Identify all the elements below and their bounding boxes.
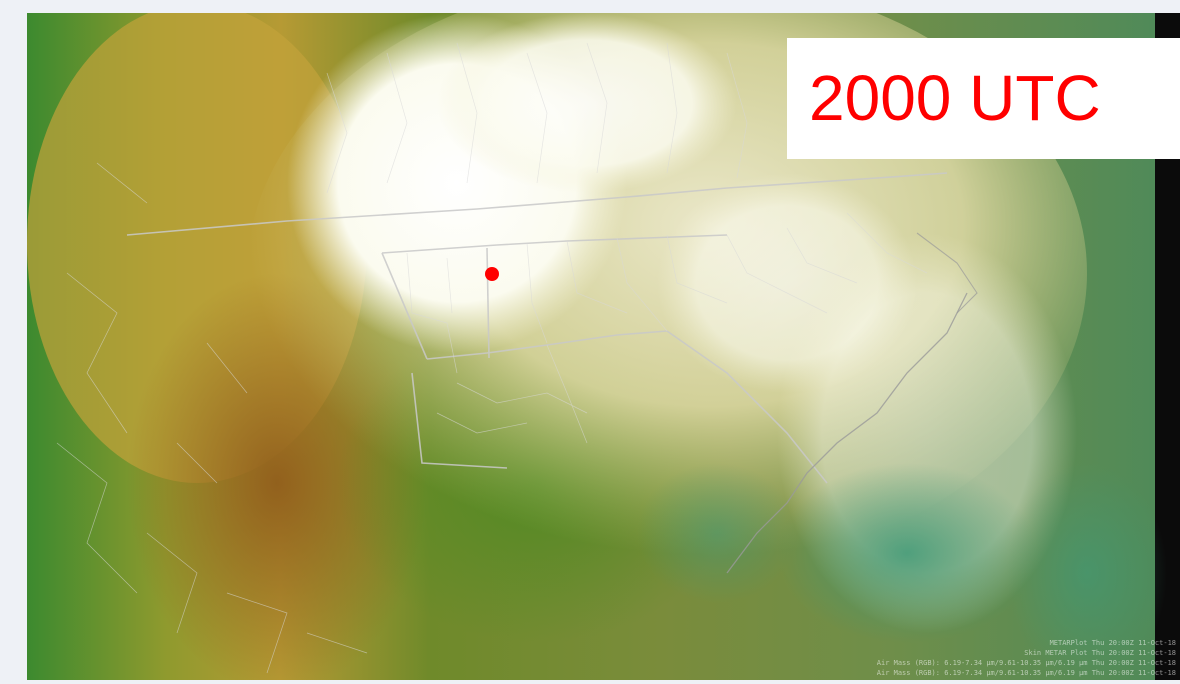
metadata-line: Air Mass (RGB): 6.19-7.34 µm/9.61-10.35 … <box>876 669 1176 677</box>
satellite-image-frame: 2000 UTC METARPlot Thu 20:00Z 11-Oct-18 … <box>27 13 1180 680</box>
imagery-metadata: METARPlot Thu 20:00Z 11-Oct-18 Skin META… <box>877 638 1176 678</box>
metadata-line: Skin METAR Plot Thu 20:00Z 11-Oct-18 <box>1024 649 1176 657</box>
metadata-line: Air Mass (RGB): 6.19-7.34 µm/9.61-10.35 … <box>876 659 1176 667</box>
metadata-line: METARPlot Thu 20:00Z 11-Oct-18 <box>1049 639 1176 647</box>
time-label: 2000 UTC <box>787 38 1180 159</box>
location-marker <box>485 267 499 281</box>
